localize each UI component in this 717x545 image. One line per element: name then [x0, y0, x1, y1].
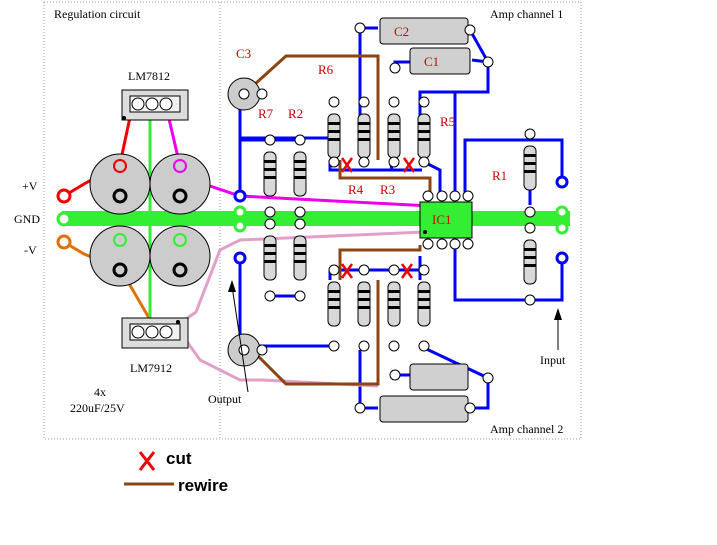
ground-bus — [62, 211, 570, 226]
legend-cut-icon — [138, 451, 156, 471]
channel1-title: Amp channel 1 — [490, 7, 563, 21]
regulator-7812 — [121, 89, 189, 121]
resistors — [263, 96, 537, 352]
cap-value: 220uF/25V — [70, 401, 125, 415]
r4-label: R4 — [348, 182, 364, 197]
lm7912-label: LM7912 — [130, 361, 172, 375]
r1-label: R1 — [492, 168, 507, 183]
lm7812-label: LM7812 — [128, 69, 170, 83]
input-label: Input — [540, 353, 566, 367]
pos-label: +V — [22, 179, 38, 193]
electrolytic-capacitors — [89, 153, 211, 287]
legend-rewire-label: rewire — [178, 476, 228, 495]
r6-label: R6 — [318, 62, 334, 77]
channel2-title: Amp channel 2 — [490, 422, 563, 436]
rewire-lines — [242, 54, 432, 386]
neg-terminal — [56, 234, 72, 250]
regulator-7912 — [121, 317, 189, 349]
board-outline — [43, 1, 582, 440]
cap-count: 4x — [94, 385, 106, 399]
pink-wire-bottom — [174, 325, 379, 388]
film-capacitors — [354, 17, 494, 423]
ic1-label: IC1 — [432, 212, 452, 227]
ic1-chip — [419, 190, 474, 250]
c3-label: C3 — [236, 46, 251, 61]
regulation-title: Regulation circuit — [54, 7, 141, 21]
c1-label: C1 — [424, 54, 439, 69]
legend-cut-label: cut — [166, 449, 192, 468]
output-label: Output — [208, 392, 242, 406]
r7-label: R7 — [258, 106, 274, 121]
io-terminals — [233, 175, 569, 265]
output-arrow — [228, 280, 249, 393]
input-arrow — [554, 308, 562, 350]
gnd-terminal — [56, 211, 72, 227]
r5-label: R5 — [440, 114, 455, 129]
r3-label: R3 — [380, 182, 395, 197]
gnd-label: GND — [14, 212, 40, 226]
c2-label: C2 — [394, 24, 409, 39]
neg-label: -V — [24, 243, 37, 257]
r2-label: R2 — [288, 106, 303, 121]
pos-terminal — [56, 188, 72, 204]
cut-marks — [340, 157, 416, 279]
